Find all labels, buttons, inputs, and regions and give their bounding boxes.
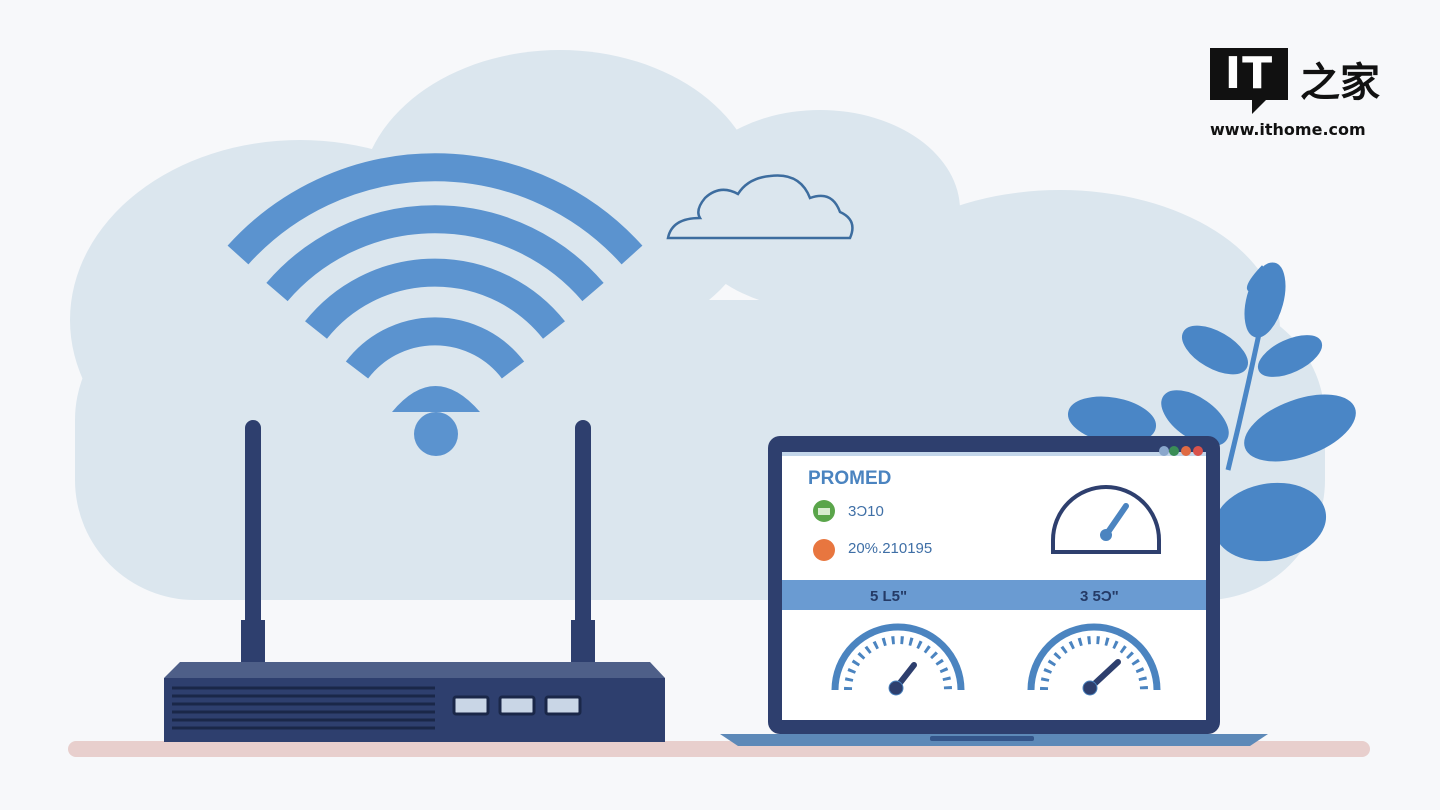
laptop: PROMED 3Ɔ10 20%.210195 5 L5" 3 5Ɔ" [720,436,1268,746]
wifi-dot [392,386,480,412]
wifi-base [414,412,458,456]
logo-url: www.ithome.com [1210,120,1366,139]
logo-chinese-text: 之家 [1300,59,1380,106]
speedometer-icon [831,623,965,696]
router-ports [452,695,582,716]
wifi-icon [227,153,643,379]
screen-row2-text: 20%.210195 [848,540,932,557]
screen-row1-text: 3Ɔ10 [848,503,884,520]
speed-band [782,580,1206,610]
ithome-logo: IT 之家 www.ithome.com [1210,48,1380,143]
logo-badge: IT [1210,48,1288,114]
screen-title: PROMED [808,468,891,489]
band-right-text: 3 5Ɔ" [1080,588,1119,605]
orange-status-icon [813,539,835,561]
window-controls [1159,446,1203,456]
router [164,420,665,742]
cloud-outline-icon [666,174,854,240]
speedometer-icon [1027,623,1161,696]
router-vent [172,686,435,730]
band-left-text: 5 L5" [870,588,907,605]
speedometer-icon [1051,485,1161,554]
